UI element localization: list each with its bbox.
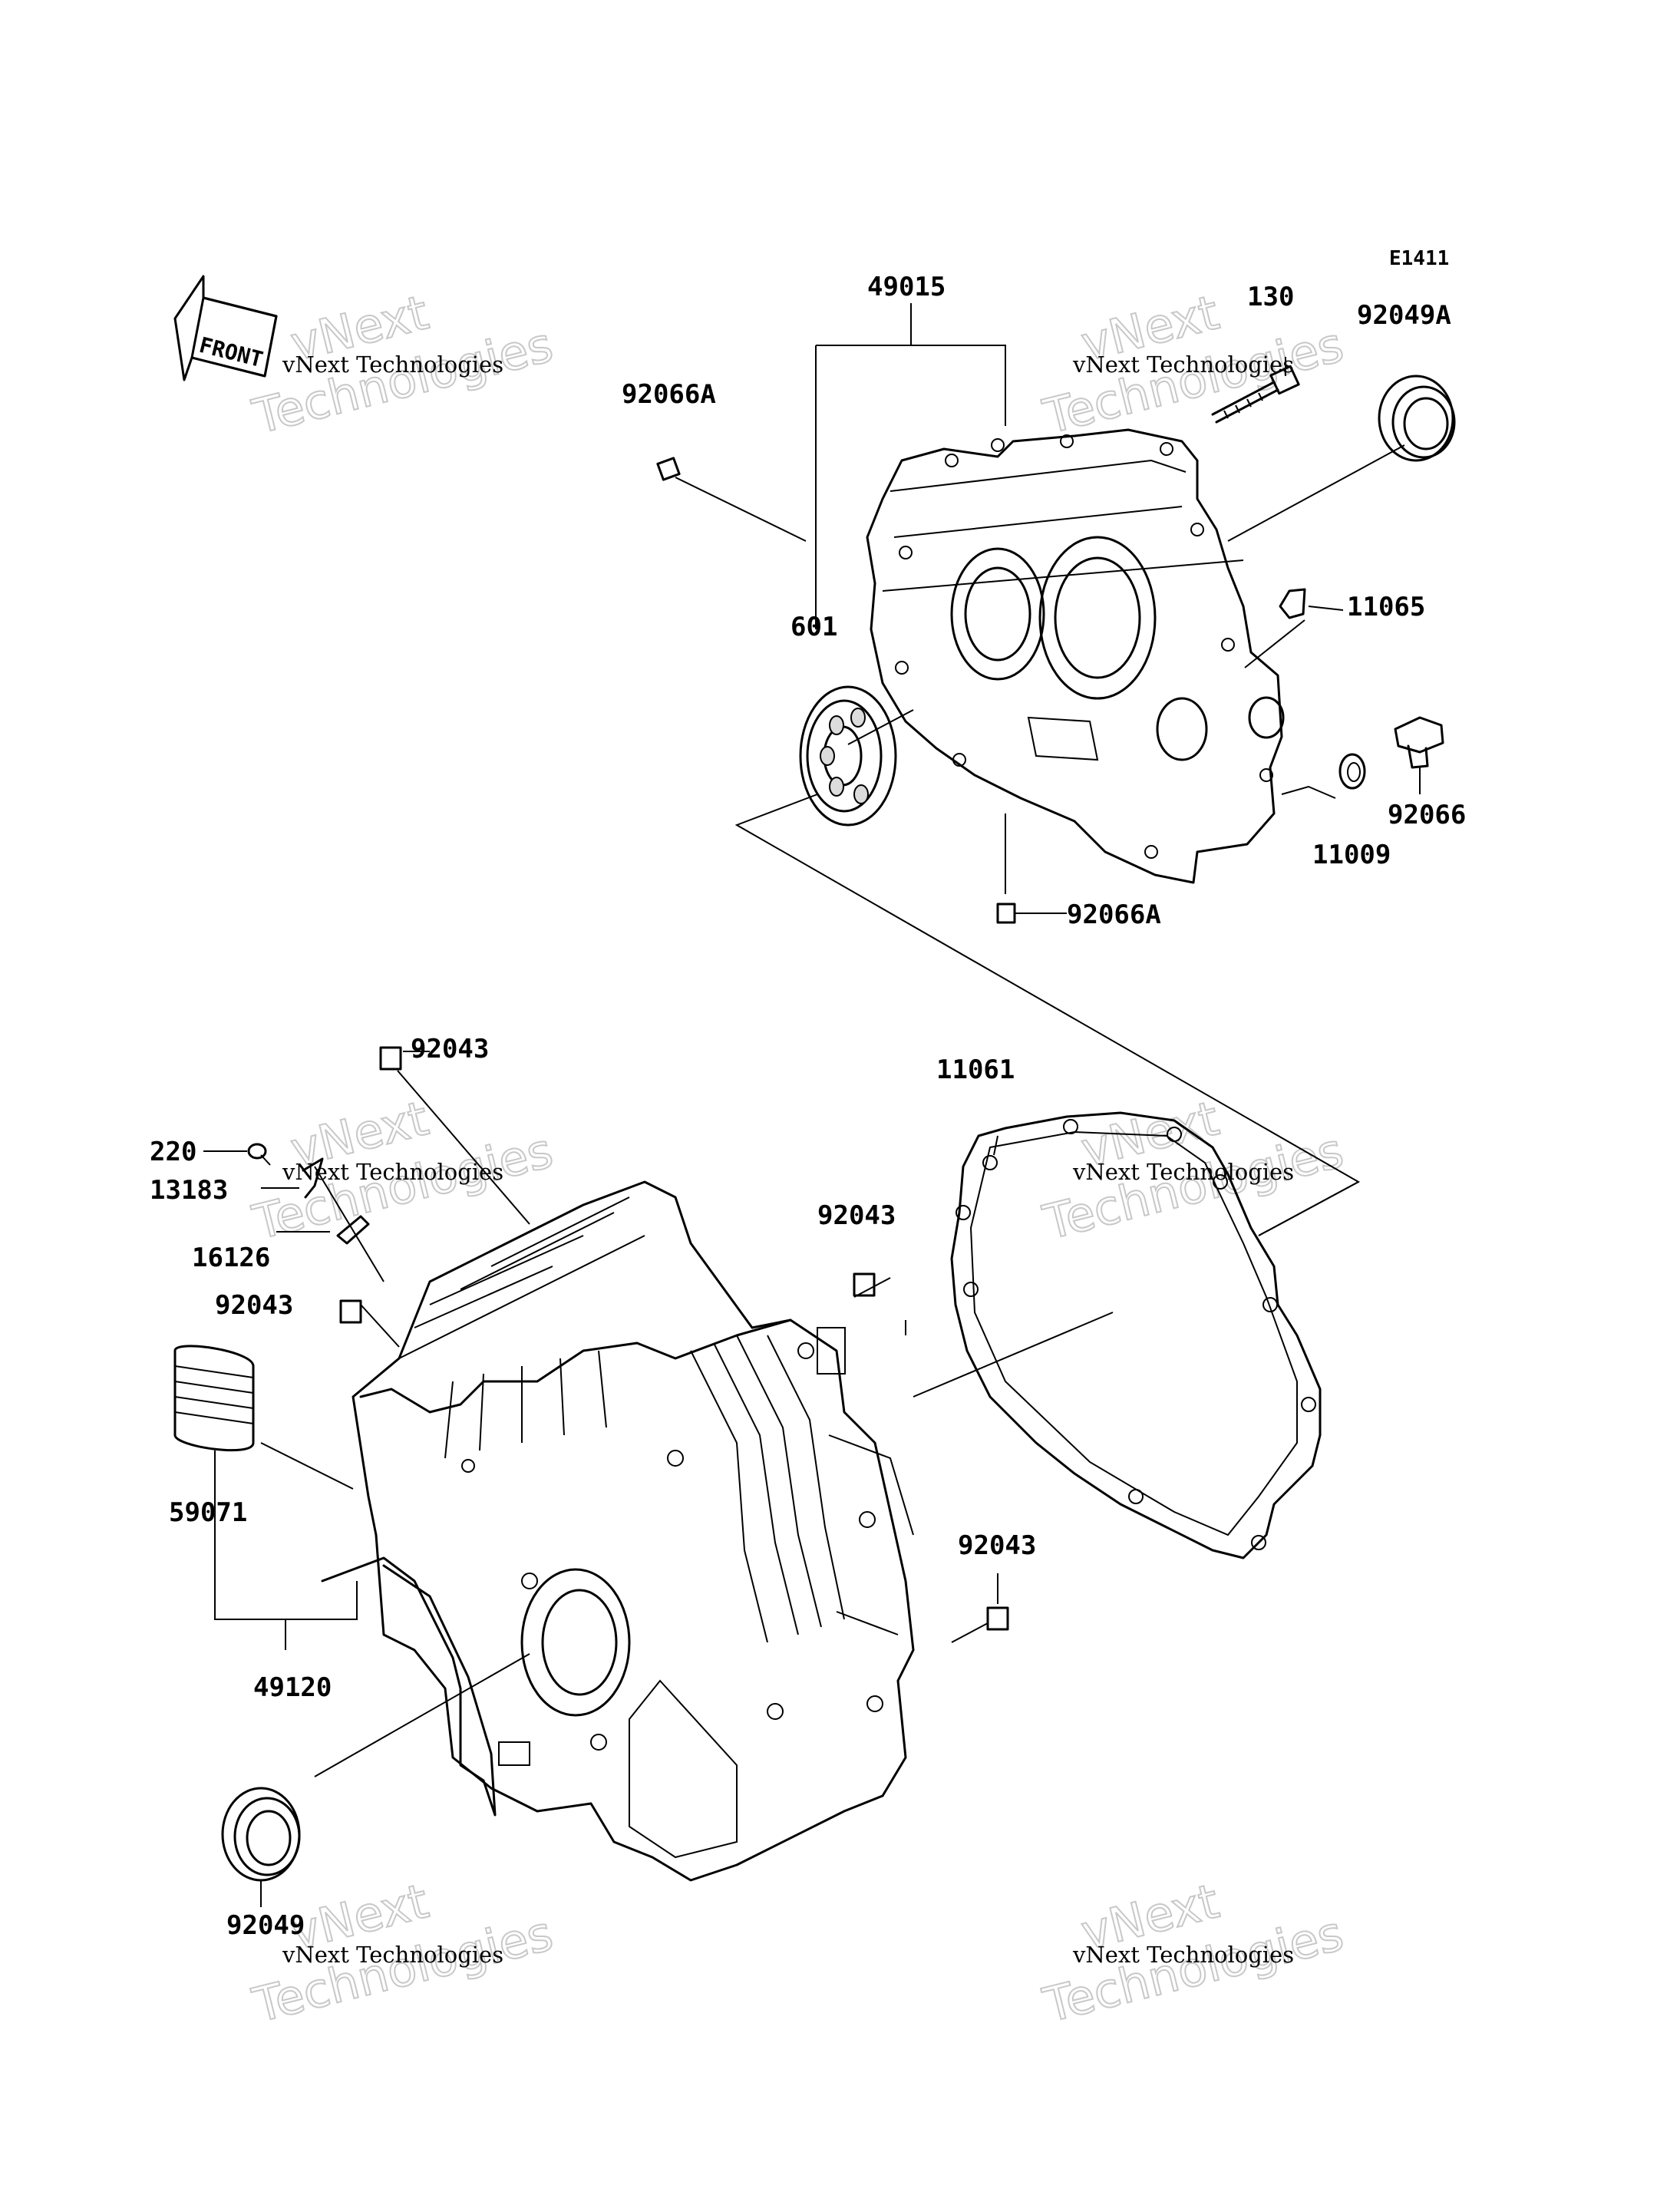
bearing-601 <box>799 685 897 827</box>
gasket-11061 <box>950 1111 1322 1559</box>
part-label-11009: 11009 <box>1312 840 1391 870</box>
plate-16126 <box>336 1215 370 1245</box>
part-label-13183: 13183 <box>150 1175 228 1206</box>
part-label-49015: 49015 <box>867 272 946 302</box>
part-label-16126: 16126 <box>192 1243 270 1273</box>
part-label-92043-d: 92043 <box>958 1530 1036 1561</box>
part-label-220: 220 <box>150 1137 196 1167</box>
part-label-92049: 92049 <box>226 1910 305 1941</box>
part-label-11065: 11065 <box>1347 592 1425 622</box>
front-arrow-icon: FRONT <box>173 275 278 381</box>
plug-92066a-top <box>656 457 681 481</box>
dowel-11065 <box>1279 588 1306 619</box>
part-label-601: 601 <box>790 612 837 642</box>
bolt-130 <box>1211 365 1300 424</box>
crankcase-cover <box>866 428 1285 884</box>
oil-seal-92049 <box>221 1787 301 1882</box>
watermark-caption: vNext Technologies <box>1072 351 1294 378</box>
part-label-11061: 11061 <box>936 1054 1015 1085</box>
watermark-caption: vNext Technologies <box>1072 1159 1294 1185</box>
washer-11009 <box>1338 753 1366 790</box>
dowel-pin-92043-d <box>986 1606 1009 1631</box>
guide-49120 <box>321 1556 497 1817</box>
part-label-92066a-bottom: 92066A <box>1067 899 1161 930</box>
screw-220 <box>247 1143 271 1166</box>
plug-92066a-bottom <box>996 903 1016 924</box>
part-label-130: 130 <box>1247 282 1294 312</box>
part-label-59071: 59071 <box>169 1497 247 1528</box>
dowel-pin-92043-b <box>853 1272 876 1297</box>
watermark-caption: vNext Technologies <box>1072 1942 1294 1968</box>
drain-plug-92066 <box>1394 716 1444 769</box>
crankcase-body <box>352 1180 915 1882</box>
dowel-pin-92043-c <box>339 1299 362 1324</box>
front-label: FRONT <box>196 332 266 372</box>
spring-59071 <box>173 1345 255 1452</box>
watermark-caption: vNext Technologies <box>282 1942 503 1968</box>
part-label-92066: 92066 <box>1388 800 1466 830</box>
part-label-92049a: 92049A <box>1357 300 1451 331</box>
part-label-49120: 49120 <box>253 1672 332 1703</box>
part-label-92043-a: 92043 <box>411 1034 489 1064</box>
part-label-92043-b: 92043 <box>817 1200 896 1231</box>
oil-seal-92049a <box>1378 375 1456 462</box>
diagram-code: E1411 <box>1389 247 1449 270</box>
leader-lines-bottom <box>203 1051 1359 1907</box>
watermark-group: vNext Technologies vNext Technologies vN… <box>246 283 1349 2034</box>
leader-lines-top <box>675 303 1421 1236</box>
part-label-92043-c: 92043 <box>215 1290 293 1321</box>
part-label-92066a-top: 92066A <box>622 379 716 410</box>
watermark-caption: vNext Technologies <box>282 351 503 378</box>
dowel-pin-92043-a <box>379 1046 402 1071</box>
